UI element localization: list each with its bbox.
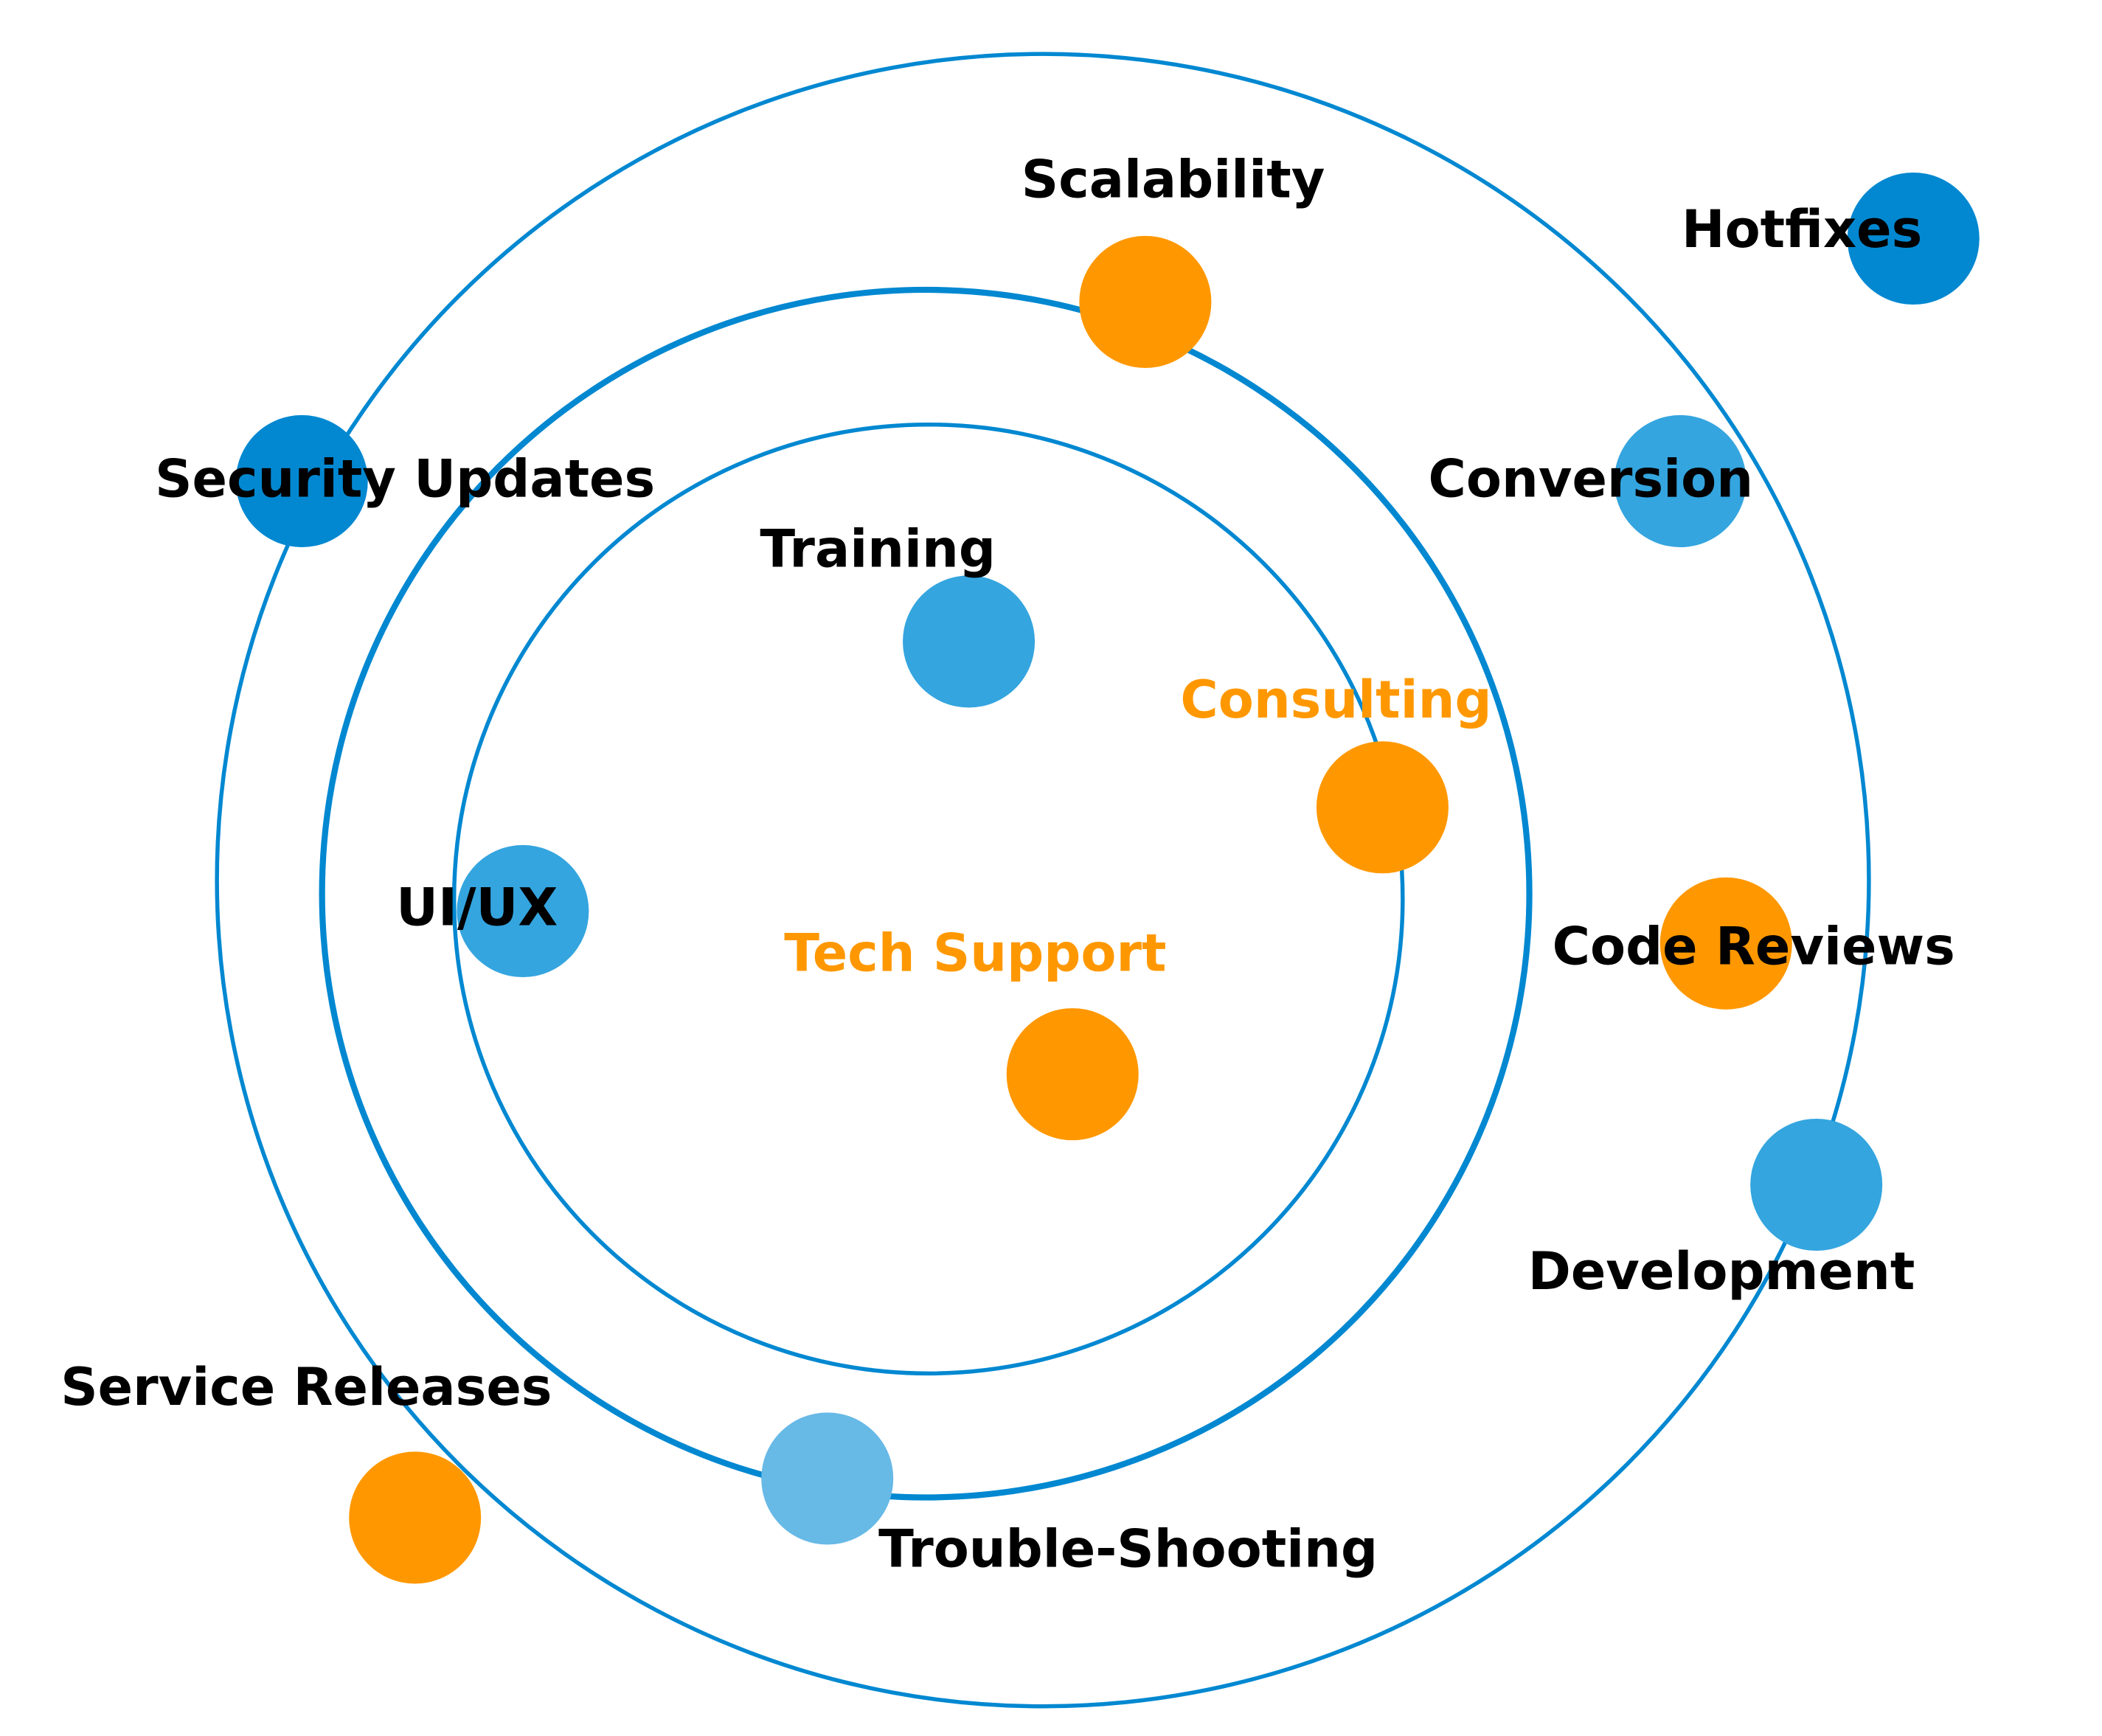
development-dot xyxy=(1750,1118,1883,1251)
middle-ring xyxy=(319,286,1533,1501)
development-label: Development xyxy=(1528,1241,1915,1302)
conversion-dot xyxy=(1614,414,1747,548)
tech-support-label: Tech Support xyxy=(784,923,1166,984)
conversion-label: Conversion xyxy=(1429,448,1754,509)
scalability-dot xyxy=(1079,235,1212,368)
code-reviews-dot xyxy=(1659,877,1792,1010)
security-updates-dot xyxy=(235,414,368,548)
scalability-label: Scalability xyxy=(1021,150,1325,210)
node-dots xyxy=(235,172,1980,1584)
ui-ux-dot xyxy=(457,844,589,978)
tech-support-dot xyxy=(1006,1008,1139,1141)
ui-ux-label: UI/UX xyxy=(396,878,558,938)
outer-ring xyxy=(215,52,1871,1709)
service-releases-label: Service Releases xyxy=(60,1357,552,1417)
code-reviews-label: Code Reviews xyxy=(1553,917,1955,977)
trouble-shooting-dot xyxy=(761,1412,894,1545)
orbit-rings xyxy=(215,52,1871,1709)
training-label: Training xyxy=(760,518,996,579)
training-dot xyxy=(903,575,1036,708)
consulting-dot xyxy=(1316,741,1449,874)
hotfixes-dot xyxy=(1847,172,1980,305)
service-releases-dot xyxy=(349,1451,482,1584)
security-updates-label: Security Updates xyxy=(155,448,655,509)
hotfixes-label: Hotfixes xyxy=(1682,199,1922,260)
trouble-shooting-label: Trouble-Shooting xyxy=(878,1518,1378,1579)
consulting-label: Consulting xyxy=(1180,670,1491,730)
inner-ring xyxy=(451,422,1405,1376)
